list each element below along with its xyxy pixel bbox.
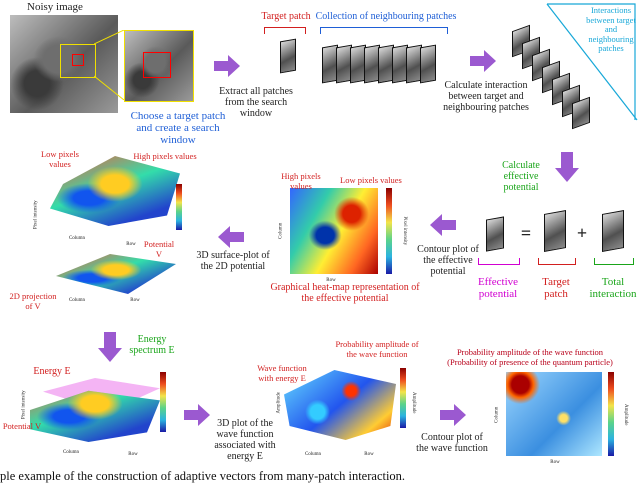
neighbour-patches bbox=[322, 40, 446, 90]
effective-potential-label: Effective potential bbox=[477, 276, 519, 300]
collection-bracket bbox=[320, 27, 448, 34]
surface-colorbar bbox=[176, 184, 182, 230]
wave-function-label: Wave function with energy E bbox=[257, 363, 307, 383]
high-pixels-label: High pixels values bbox=[133, 151, 197, 161]
heatmap-pixel-axis: Pixel intensity bbox=[401, 216, 407, 246]
target-bracket bbox=[538, 258, 576, 265]
figure-caption: ple example of the construction of adapt… bbox=[0, 469, 406, 483]
prob-presence-label: (Probability of presence of the quantum … bbox=[447, 357, 613, 367]
prob-row-axis: Row bbox=[550, 460, 560, 465]
arrow-right-4 bbox=[440, 404, 466, 426]
projection-v-label: 2D projection of V bbox=[9, 291, 57, 311]
arrow-down-1 bbox=[555, 152, 579, 182]
plus-sign: + bbox=[576, 223, 588, 243]
wave-amplitude-axis-left: Amplitude bbox=[276, 392, 282, 414]
calc-effective-text: Calculate effective potential bbox=[502, 160, 540, 193]
projection-plot bbox=[56, 254, 176, 294]
zoom-lines bbox=[94, 30, 124, 100]
projection-row-axis: Row bbox=[130, 298, 140, 303]
total-interaction-label: Total interaction bbox=[589, 276, 637, 300]
equals-sign: = bbox=[520, 223, 532, 243]
target-patch-bottom-label: Target patch bbox=[542, 276, 570, 300]
wave-3d-caption: 3D plot of the wave function associated … bbox=[214, 418, 276, 462]
contour-effective-text: Contour plot of the effective potential bbox=[417, 244, 479, 277]
collection-label: Collection of neighbouring patches bbox=[315, 11, 457, 22]
contour-wave-caption: Contour plot of the wave function bbox=[416, 432, 488, 454]
surface-row-axis: Row bbox=[126, 242, 136, 247]
search-window-box bbox=[60, 44, 96, 78]
potential-v-label-2: Potential V bbox=[2, 421, 42, 431]
calc-interaction-text: Calculate interaction between target and… bbox=[443, 80, 529, 113]
choose-target-text: Choose a target patch and create a searc… bbox=[130, 110, 226, 146]
prob-column-axis: Column bbox=[494, 406, 500, 423]
surface-caption: 3D surface-plot of the 2D potential bbox=[196, 250, 270, 272]
prob-amplitude-axis: Amplitude bbox=[622, 404, 628, 426]
interactions-label: Interactions between target and neighbou… bbox=[586, 5, 636, 53]
prob-amp-top-label: Probability amplitude of the wave functi… bbox=[335, 339, 419, 359]
wave-row-axis: Row bbox=[364, 452, 374, 457]
arrow-right-1 bbox=[214, 55, 240, 77]
interactions-bracket bbox=[546, 3, 638, 121]
target-patch-box bbox=[72, 54, 84, 66]
extract-patches-text: Extract all patches from the search wind… bbox=[219, 86, 293, 119]
probability-contour-plot bbox=[506, 372, 602, 456]
wave-column-axis: Column bbox=[304, 452, 322, 457]
zoomed-target-box bbox=[143, 52, 171, 78]
zoomed-search-window bbox=[124, 30, 194, 102]
energy-spectrum-text: Energy spectrum E bbox=[129, 334, 175, 356]
projection-column-axis: Column bbox=[68, 298, 86, 303]
surface-column-axis: Column bbox=[68, 236, 86, 241]
total-interaction-patch bbox=[602, 210, 624, 252]
arrow-down-2 bbox=[98, 332, 122, 362]
prob-amp-right-label: Probability amplitude of the wave functi… bbox=[456, 347, 604, 357]
high-pixels-label-2: High pixels values bbox=[281, 171, 321, 191]
surface-pixel-axis: Pixel intensity bbox=[33, 200, 39, 230]
effective-bracket bbox=[478, 258, 520, 265]
energy-column-axis: Column bbox=[62, 450, 80, 455]
arrow-left-1 bbox=[430, 214, 456, 236]
energy-pixel-axis: Pixel intensity bbox=[21, 390, 27, 420]
energy-row-axis: Row bbox=[128, 452, 138, 457]
arrow-right-2 bbox=[470, 50, 496, 72]
low-pixels-label: Low pixels values bbox=[40, 149, 79, 169]
probability-colorbar bbox=[608, 372, 614, 456]
noisy-image bbox=[10, 15, 118, 113]
noisy-image-label: Noisy image bbox=[27, 1, 83, 13]
wave-colorbar bbox=[400, 368, 406, 428]
target-patch-bracket bbox=[264, 27, 306, 34]
arrow-left-2 bbox=[218, 226, 244, 248]
low-pixels-label-2: Low pixels values bbox=[340, 175, 402, 185]
heatmap-plot bbox=[290, 188, 378, 274]
potential-v-label: Potential V bbox=[143, 239, 175, 259]
arrow-right-3 bbox=[184, 404, 210, 426]
energy-colorbar bbox=[160, 372, 166, 432]
heatmap-column-axis: Column bbox=[278, 222, 284, 239]
heatmap-caption: Graphical heat-map representation of the… bbox=[270, 282, 420, 304]
target-patch-label: Target patch bbox=[261, 11, 311, 22]
target-patch-bottom-image bbox=[544, 210, 566, 252]
energy-e-label: Energy E bbox=[33, 366, 71, 377]
target-patch-image bbox=[280, 38, 296, 74]
neighbour-patch bbox=[420, 44, 436, 84]
wave-amplitude-axis-right: Amplitude bbox=[410, 392, 416, 414]
heatmap-colorbar bbox=[386, 188, 392, 274]
effective-potential-patch bbox=[486, 216, 504, 252]
heatmap-row-axis: Row bbox=[326, 278, 336, 283]
total-bracket bbox=[594, 258, 634, 265]
